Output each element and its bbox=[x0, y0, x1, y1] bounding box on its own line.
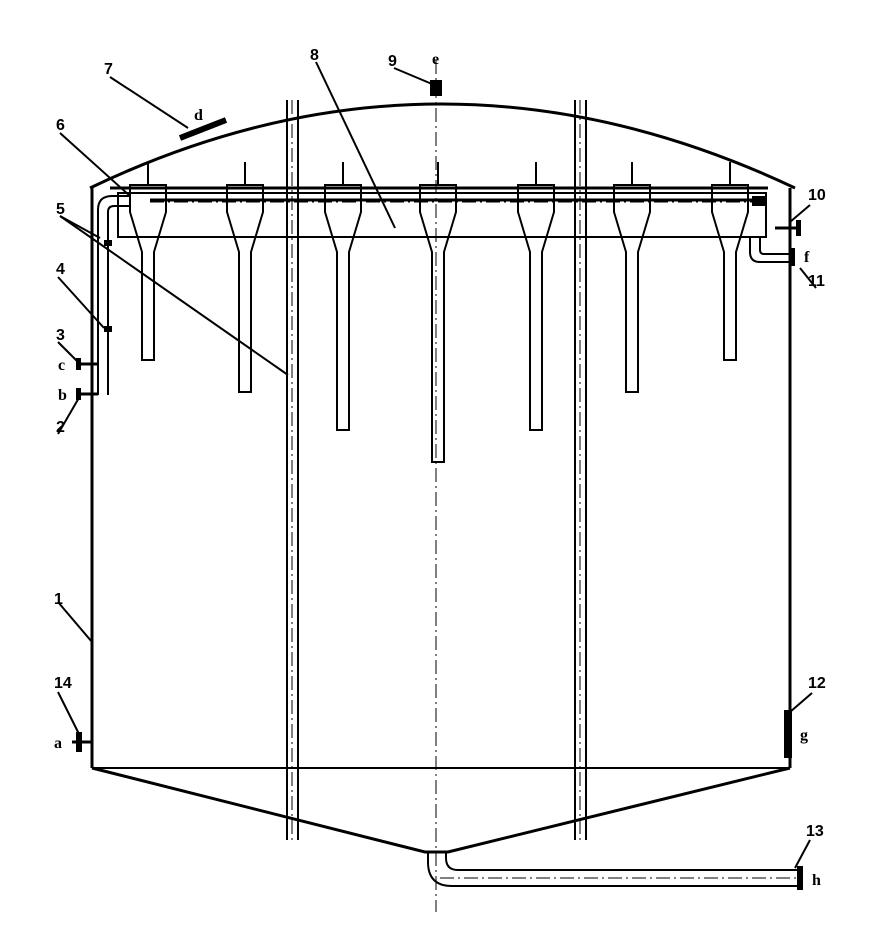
callout-10: 10 bbox=[808, 187, 826, 204]
callout-14: 14 bbox=[54, 675, 72, 692]
hydrocyclone bbox=[517, 162, 555, 431]
callout-8: 8 bbox=[310, 47, 319, 64]
callout-2: 2 bbox=[56, 419, 65, 436]
port-d: d bbox=[194, 107, 203, 124]
port-c: c bbox=[58, 357, 65, 374]
port-g: g bbox=[800, 727, 808, 744]
callout-9: 9 bbox=[388, 53, 397, 70]
top-nozzle bbox=[430, 80, 442, 96]
hydrocyclone bbox=[226, 162, 264, 393]
vessel-shell bbox=[89, 102, 796, 854]
hydrocyclone bbox=[324, 162, 362, 431]
right-overflow-pipe bbox=[749, 196, 801, 266]
vertical-tubes bbox=[286, 100, 587, 840]
hydrocyclone bbox=[129, 162, 167, 361]
callout-1: 1 bbox=[54, 591, 63, 608]
vent-nozzle bbox=[178, 117, 228, 141]
callout-12: 12 bbox=[808, 675, 826, 692]
callout-11: 11 bbox=[808, 273, 825, 290]
side-nozzle-g bbox=[784, 710, 792, 758]
side-nozzle-a bbox=[72, 732, 92, 752]
callout-3: 3 bbox=[56, 327, 65, 344]
hydrocyclone bbox=[711, 162, 749, 361]
header-frame bbox=[110, 186, 768, 238]
port-e: e bbox=[432, 51, 439, 68]
callout-13: 13 bbox=[806, 823, 824, 840]
callout-7: 7 bbox=[104, 61, 113, 78]
hydrocyclone bbox=[613, 162, 651, 393]
leader-lines bbox=[57, 61, 817, 869]
port-a: a bbox=[54, 735, 62, 752]
port-b: b bbox=[58, 387, 67, 404]
callout-4: 4 bbox=[56, 261, 65, 278]
bottom-outlet-pipe bbox=[427, 852, 803, 890]
port-f: f bbox=[804, 249, 810, 266]
port-h: h bbox=[812, 872, 821, 889]
hydrocyclone bbox=[419, 162, 457, 463]
left-inlet-pipe bbox=[76, 195, 130, 400]
callout-6: 6 bbox=[56, 117, 65, 134]
callout-5: 5 bbox=[56, 201, 65, 218]
